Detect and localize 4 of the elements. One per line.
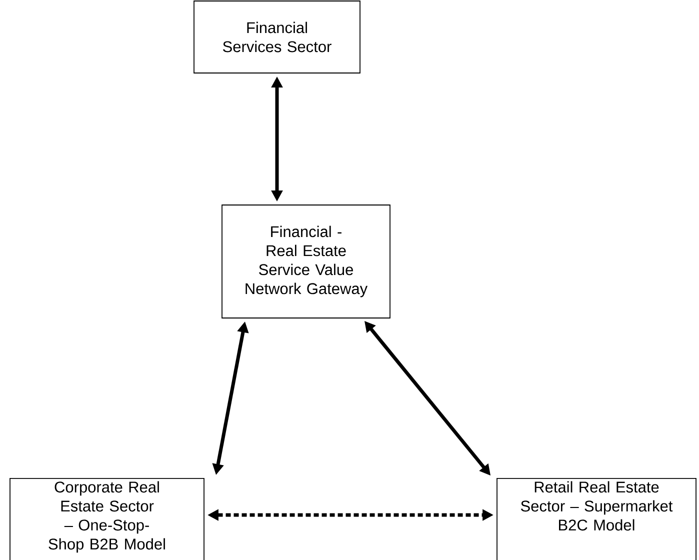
text-box: Retail Real Estate Sector – Supermarket B2C Model: [496, 478, 696, 560]
text-box: Financial - Real Estate Service Value Network Gateway: [222, 204, 390, 318]
text-box: Financial Services Sector: [194, 0, 360, 74]
text-box: Corporate Real Estate Sector – One-Stop-Shop B2B Model: [10, 478, 204, 560]
